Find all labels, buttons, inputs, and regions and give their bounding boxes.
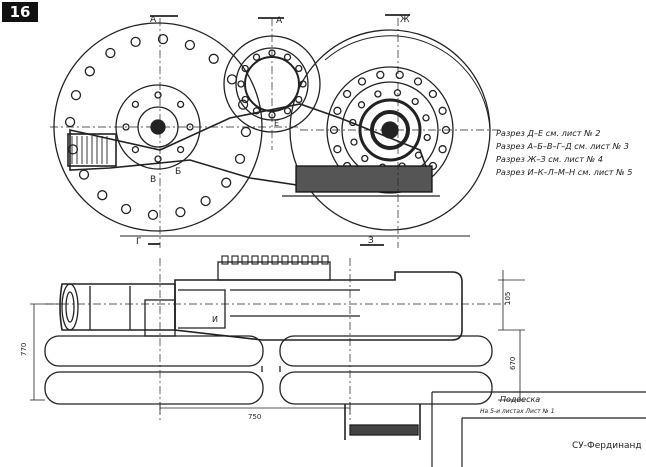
bolt [175, 206, 186, 218]
bolt [241, 95, 249, 104]
bolt [333, 106, 342, 115]
bolt [423, 133, 431, 142]
bolt [176, 100, 185, 109]
dimension-height-right: 670 [509, 357, 517, 370]
bolt [295, 95, 303, 104]
bolt [208, 53, 219, 64]
figure-number-badge: 16 [2, 2, 38, 22]
bolt [200, 195, 211, 207]
bolt [221, 177, 232, 188]
gear-tooth [281, 255, 289, 265]
title-block-name: СУ-Фердинанд [572, 441, 642, 451]
gear-tooth [221, 255, 229, 265]
gear-tooth [251, 255, 259, 265]
bolt [395, 70, 404, 80]
bolt [176, 145, 185, 154]
section-marker-i: И [212, 315, 218, 324]
section-marker-g: Г [136, 237, 142, 247]
main-housing [174, 271, 463, 341]
section-marker-z: З [368, 236, 374, 246]
bolt [438, 106, 447, 115]
gear-housing [217, 261, 331, 281]
gear-tooth [271, 255, 279, 265]
bolt [376, 70, 385, 80]
bolt [283, 53, 292, 61]
bolt [130, 36, 141, 48]
bolt [333, 145, 342, 154]
bolt [226, 74, 238, 85]
bolt [157, 33, 169, 45]
bolt [70, 89, 82, 101]
bolt [252, 53, 261, 61]
bolt [350, 138, 358, 146]
bolt [361, 154, 369, 163]
section-marker-b: Б [175, 167, 181, 177]
right-wheel-pair-upper [279, 335, 493, 367]
bolt [411, 97, 419, 106]
bolt [78, 169, 90, 180]
section-marker-a-top: А [276, 16, 283, 26]
bolt [422, 114, 430, 122]
section-marker-e: Е [274, 119, 279, 128]
bolt [97, 190, 108, 201]
section-marker-zh: Ж [400, 15, 410, 25]
section-note-3: Разрез Ж–З см. лист № 4 [496, 154, 603, 164]
section-note-1: Разрез Д–Е см. лист № 2 [496, 128, 600, 138]
dimension-height-left: 770 [20, 343, 28, 356]
section-marker-a-left: А [150, 15, 157, 25]
gear-tooth [241, 255, 249, 265]
section-marker-v: В [150, 175, 156, 185]
gear-tooth [291, 255, 299, 265]
right-wheel-pair-lower [279, 371, 493, 405]
left-wheel-pair-lower [44, 371, 264, 405]
bolt [357, 77, 367, 86]
bolt [357, 101, 366, 109]
bolt [393, 89, 402, 97]
bolt [283, 107, 292, 115]
section-note-2: Разрез А–Б–В–Г–Д см. лист № 3 [496, 141, 629, 151]
bolt [234, 153, 246, 165]
bolt [252, 107, 261, 115]
bolt [295, 64, 303, 73]
bolt [84, 66, 95, 77]
bolt [184, 39, 196, 51]
bolt [147, 209, 159, 221]
dimension-small-right: 105 [504, 292, 512, 305]
bolt [131, 100, 140, 109]
section-note-4: Разрез И–К–Л–М–Н см. лист № 5 [496, 167, 632, 177]
bolt [105, 47, 116, 59]
bolt [131, 145, 140, 154]
dimension-width-bottom: 750 [248, 413, 261, 421]
bolt [374, 90, 382, 98]
bolt [237, 80, 245, 88]
left-wheel-pair-upper [44, 335, 264, 367]
left-wheel-bolt-ring [64, 33, 252, 221]
gear-tooth [231, 255, 239, 265]
bolt [438, 145, 447, 154]
bolt [428, 89, 438, 99]
gear-tooth [321, 255, 329, 265]
bolt [237, 99, 249, 110]
bolt [240, 126, 252, 138]
gear-tooth [311, 255, 319, 265]
bolt [154, 155, 162, 163]
bolt [186, 123, 194, 131]
bolt [64, 116, 76, 128]
title-block-title: Подвеска [500, 395, 540, 404]
title-block-subtitle: На 5-и листах Лист № 1 [480, 408, 555, 415]
plan-view [30, 255, 525, 440]
bolt [241, 64, 249, 73]
bolt [342, 89, 352, 99]
side-view [50, 14, 500, 248]
bolt [122, 123, 130, 131]
bolt [120, 203, 132, 215]
gear-tooth [301, 255, 309, 265]
gear-tooth [261, 255, 269, 265]
bolt [413, 77, 423, 86]
bolt [154, 91, 162, 99]
title-block [431, 391, 646, 467]
